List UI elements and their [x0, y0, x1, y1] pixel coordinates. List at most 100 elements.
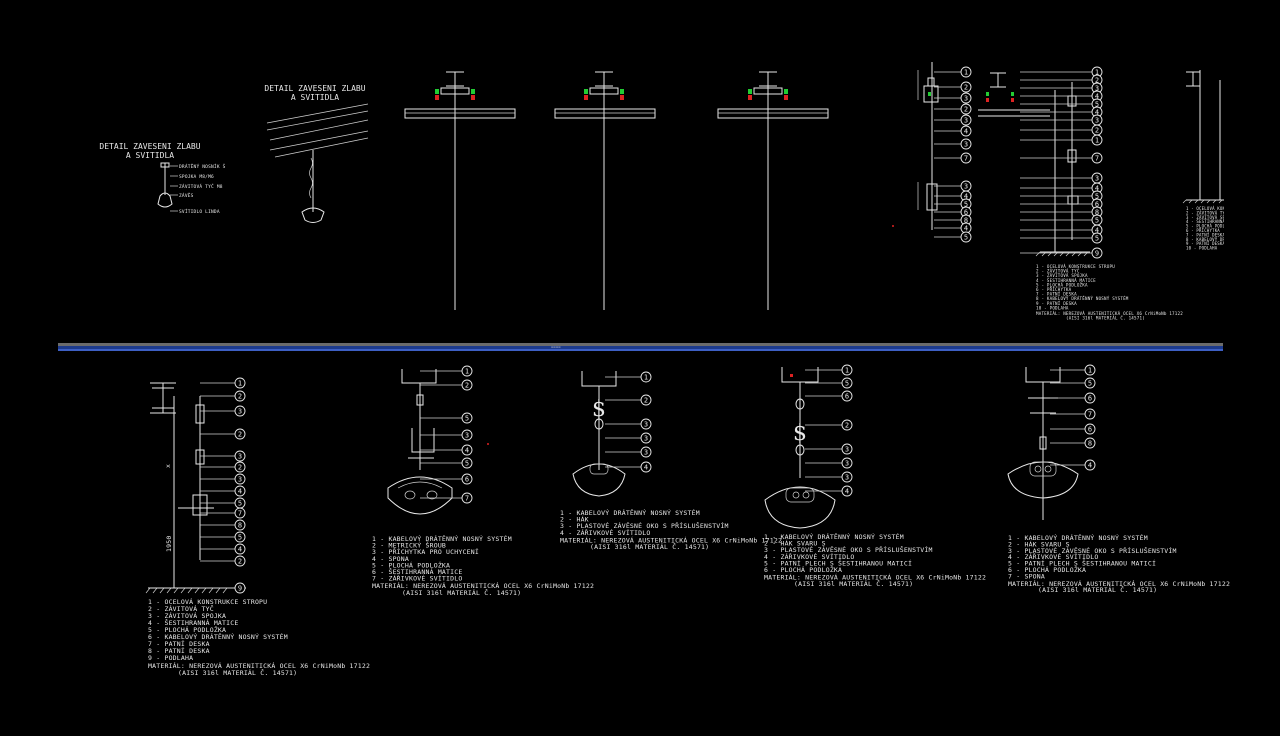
- legend-item: 6 - PLOCHÁ PODLOŽKA: [1008, 565, 1086, 574]
- callout-bubble: 4: [1020, 224, 1103, 236]
- callout-bubble: 4: [1020, 90, 1103, 102]
- svg-text:5: 5: [964, 234, 968, 242]
- legend-material: MATERIÁL: NEREZOVÁ AUSTENITICKÁ OCEL X6 …: [560, 535, 782, 544]
- svg-text:8: 8: [964, 217, 968, 225]
- callout-bubble: 5: [1020, 214, 1103, 226]
- svg-text:7: 7: [465, 495, 469, 503]
- svg-text:3: 3: [1095, 85, 1099, 93]
- small-label-4: ZÁVĚS: [179, 191, 194, 199]
- callout-bubble: 4: [1050, 459, 1096, 471]
- svg-text:5: 5: [465, 460, 469, 468]
- legend-item: 9 - PATNÍ DESKA: [1036, 301, 1077, 306]
- legend-item: 7 - PATNÍ DESKA: [148, 639, 210, 648]
- scrollbar-thumb-label: ====: [551, 344, 561, 349]
- legend-item: 1 - OCELOVÁ KONSTRUKCE STROPU: [148, 597, 267, 606]
- legend-material: MATERIÁL: NEREZOVÁ AUSTENITICKÁ OCEL X6 …: [764, 573, 986, 582]
- legend-item: 6 - PŘÍCHYTKA: [1036, 287, 1072, 292]
- callout-bubble: 3: [934, 92, 972, 104]
- svg-text:3: 3: [238, 476, 242, 484]
- legend-item: 9 - PODLAHA: [148, 654, 193, 662]
- svg-text:4: 4: [644, 464, 648, 472]
- callout-bubble: 1: [605, 371, 652, 383]
- callout-bubble: 7: [200, 507, 246, 519]
- callout-bubble: 4: [1020, 182, 1103, 194]
- svg-text:5: 5: [1095, 101, 1099, 109]
- callout-bubble: 6: [1050, 423, 1096, 435]
- legend-material: (AISI 316l MATERIÁL Č. 14571): [1038, 585, 1157, 594]
- legend-item-partial: 8 - KABELOVÝ DRÁTĚNNÝ NOSNÝ SYSTÉM: [1186, 237, 1275, 242]
- legend-item-partial: 5 - PLOCHÁ PODLOŽKA: [1186, 224, 1236, 229]
- legend-material: MATERIÁL: NEREZOVÁ AUSTENITICKÁ OCEL X6 …: [148, 661, 370, 670]
- svg-text:3: 3: [964, 95, 968, 103]
- legend-item: 3 - PLASTOVÉ ZÁVĚSNÉ OKO S PŘÍSLUŠENSTVÍ…: [560, 521, 729, 530]
- svg-text:6: 6: [1095, 201, 1099, 209]
- beam-section-2: [554, 71, 656, 310]
- callout-bubble: 3: [200, 473, 246, 485]
- svg-text:$: $: [592, 397, 606, 422]
- callout-bubble: 9: [1020, 247, 1103, 259]
- callout-bubble: 7: [1050, 408, 1096, 420]
- horizontal-scrollbar[interactable]: ====: [58, 343, 1223, 351]
- callout-bubble: 8: [1020, 206, 1103, 218]
- callout-bubble: 7: [420, 492, 473, 504]
- callout-bubble: 3: [1020, 82, 1103, 94]
- detail-large-title-1: DETAIL ZAVESENI ZLABU: [264, 84, 365, 93]
- svg-text:3: 3: [238, 408, 242, 416]
- svg-text:3: 3: [845, 474, 849, 482]
- callout-bubble: 2: [934, 81, 972, 93]
- callout-bubble: 3: [605, 432, 652, 444]
- callout-bubble: 3: [200, 405, 246, 417]
- detail-small-title-2: A SVITIDLA: [126, 151, 174, 160]
- svg-text:6: 6: [465, 476, 469, 484]
- svg-text:3: 3: [964, 141, 968, 149]
- svg-text:2: 2: [964, 84, 968, 92]
- small-label-3: ZÁVITOVÁ TYČ M8: [179, 183, 223, 190]
- detail-large-title-2: A SVITIDLA: [291, 93, 339, 102]
- legend-item: 3 - ZÁVITOVÁ SPOJKA: [1036, 273, 1088, 278]
- legend-item: 1 - OCELOVÁ KONSTRUKCE STROPU: [1036, 264, 1115, 269]
- callout-bubble: 4: [934, 190, 972, 202]
- svg-text:1: 1: [1095, 69, 1099, 77]
- svg-text:4: 4: [1088, 462, 1092, 470]
- svg-text:7: 7: [964, 155, 968, 163]
- callout-bubble: 5: [1050, 377, 1096, 389]
- svg-text:5: 5: [964, 201, 968, 209]
- legend-item: 5 - PATNÍ PLECH S ŠESTIHRANOU MATICÍ: [764, 558, 912, 567]
- callout-bubble: 5: [200, 531, 246, 543]
- callout-bubble: 2: [1020, 124, 1103, 136]
- svg-text:8: 8: [1088, 440, 1092, 448]
- svg-text:2: 2: [845, 422, 849, 430]
- svg-text:2: 2: [238, 464, 242, 472]
- callout-bubble: 2: [1020, 74, 1103, 86]
- legend-item: 4 - ZÁŘIVKOVÉ SVÍTIDLO: [560, 528, 651, 537]
- legend-item-partial: 2 - ZÁVITOVÁ TYČ: [1186, 210, 1228, 215]
- legend-material: (AISI 316l MATERIÁL Č. 14571): [794, 579, 913, 588]
- callout-bubble: 3: [805, 457, 853, 469]
- svg-text:1: 1: [1088, 367, 1092, 375]
- svg-text:2: 2: [465, 382, 469, 390]
- svg-text:3: 3: [644, 421, 648, 429]
- legend-item: 4 - ŠESTIHRANNÁ MATICE: [1036, 278, 1096, 283]
- svg-text:2: 2: [1095, 77, 1099, 85]
- svg-text:5: 5: [845, 380, 849, 388]
- callout-bubble: 3: [934, 114, 972, 126]
- legend-item: 4 - ZÁŘIVKOVÉ SVÍTIDLO: [1008, 552, 1099, 561]
- legend-material: (AISI 316l MATERIÁL Č. 14571): [402, 588, 521, 597]
- legend-item: 2 - HÁK: [560, 515, 589, 524]
- legend-item: 6 - ŠESTIHRANNÁ MATICE: [372, 567, 463, 576]
- callout-bubble: 1: [934, 66, 972, 78]
- legend-item: 6 - PLOCHÁ PODLOŽKA: [764, 565, 842, 574]
- svg-text:4: 4: [1095, 185, 1099, 193]
- legend-material: MATERIÁL: NEREZOVÁ AUSTENITICKÁ OCEL X6 …: [1008, 579, 1230, 588]
- callout-bubble: 4: [934, 222, 972, 234]
- dimension-x: x: [164, 464, 172, 468]
- callout-bubble: 5: [1020, 190, 1103, 202]
- legend-material: MATERIÁL: NEREZOVÁ AUSTENITICKÁ OCEL X6 …: [1036, 311, 1183, 316]
- legend-item: 3 - ZÁVITOVÁ SPOJKA: [148, 611, 226, 620]
- svg-text:5: 5: [1095, 217, 1099, 225]
- legend-item: 7 - ZÁŘIVKOVÉ SVÍTIDLO: [372, 574, 463, 583]
- legend-material: (AISI 316l MATERIÁL Č. 14571): [178, 668, 297, 677]
